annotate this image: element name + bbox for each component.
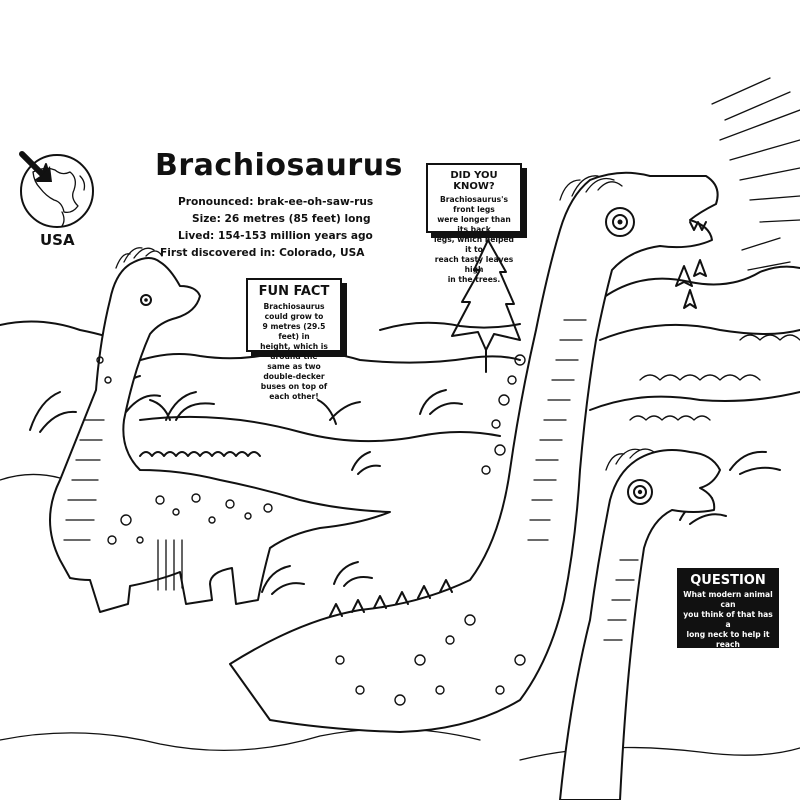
question-text: What modern animal can you think of that… [679,590,777,660]
arrow-pointer-icon [19,151,52,182]
question-box: QUESTION What modern animal can you thin… [677,568,779,669]
fun-fact-box: FUN FACT Brachiosaurus could grow to 9 m… [246,278,342,401]
fact-discovered: First discovered in: Colorado, USA [160,247,365,259]
fun-fact-line: Brachiosaurus could grow to [263,302,325,321]
question-line: leaves in high trees? [683,650,773,659]
fun-fact-line: 9 metres (29.5 feet) in [262,322,326,341]
fact-pronounced: Pronounced: brak-ee-oh-saw-rus [178,196,374,208]
question-line: you think of that has a [683,610,773,629]
answer-note: (Answer on last page) [693,663,763,669]
fun-fact-line: same as two double-decker [263,362,325,381]
did-you-know-line: were longer than its back [437,215,511,234]
question-heading: QUESTION [690,573,766,588]
globe-location-label: USA [40,231,75,249]
did-you-know-box: DID YOU KNOW? Brachiosaurus's front legs… [426,163,522,284]
did-you-know-line: Brachiosaurus's front legs [440,195,508,214]
did-you-know-line: reach tasty leaves high [434,255,514,274]
tree-foliage [675,77,800,309]
did-you-know-line: legs, which helped it to [434,235,514,254]
fun-fact-heading: FUN FACT [258,284,330,299]
pine-tree [451,239,521,373]
dinosaur-left [49,247,391,613]
globe-americas-icon [20,154,94,228]
fact-size: Size: 26 metres (85 feet) long [192,213,371,225]
did-you-know-heading: DID YOU KNOW? [450,170,498,192]
fun-fact-text: Brachiosaurus could grow to 9 metres (29… [248,302,340,402]
did-you-know-text: Brachiosaurus's front legs were longer t… [428,195,520,285]
dinosaur-center-right [229,171,719,733]
fun-fact-line: buses on top of each other! [260,382,328,401]
fact-lived: Lived: 154-153 million years ago [178,230,373,242]
dinosaur-baby [559,448,721,800]
question-line: What modern animal can [683,590,773,609]
did-you-know-line: in the trees. [447,275,501,284]
fun-fact-line: height, which is around the [260,342,328,361]
page-title: Brachiosaurus [155,148,403,183]
question-line: long neck to help it reach [686,630,770,649]
